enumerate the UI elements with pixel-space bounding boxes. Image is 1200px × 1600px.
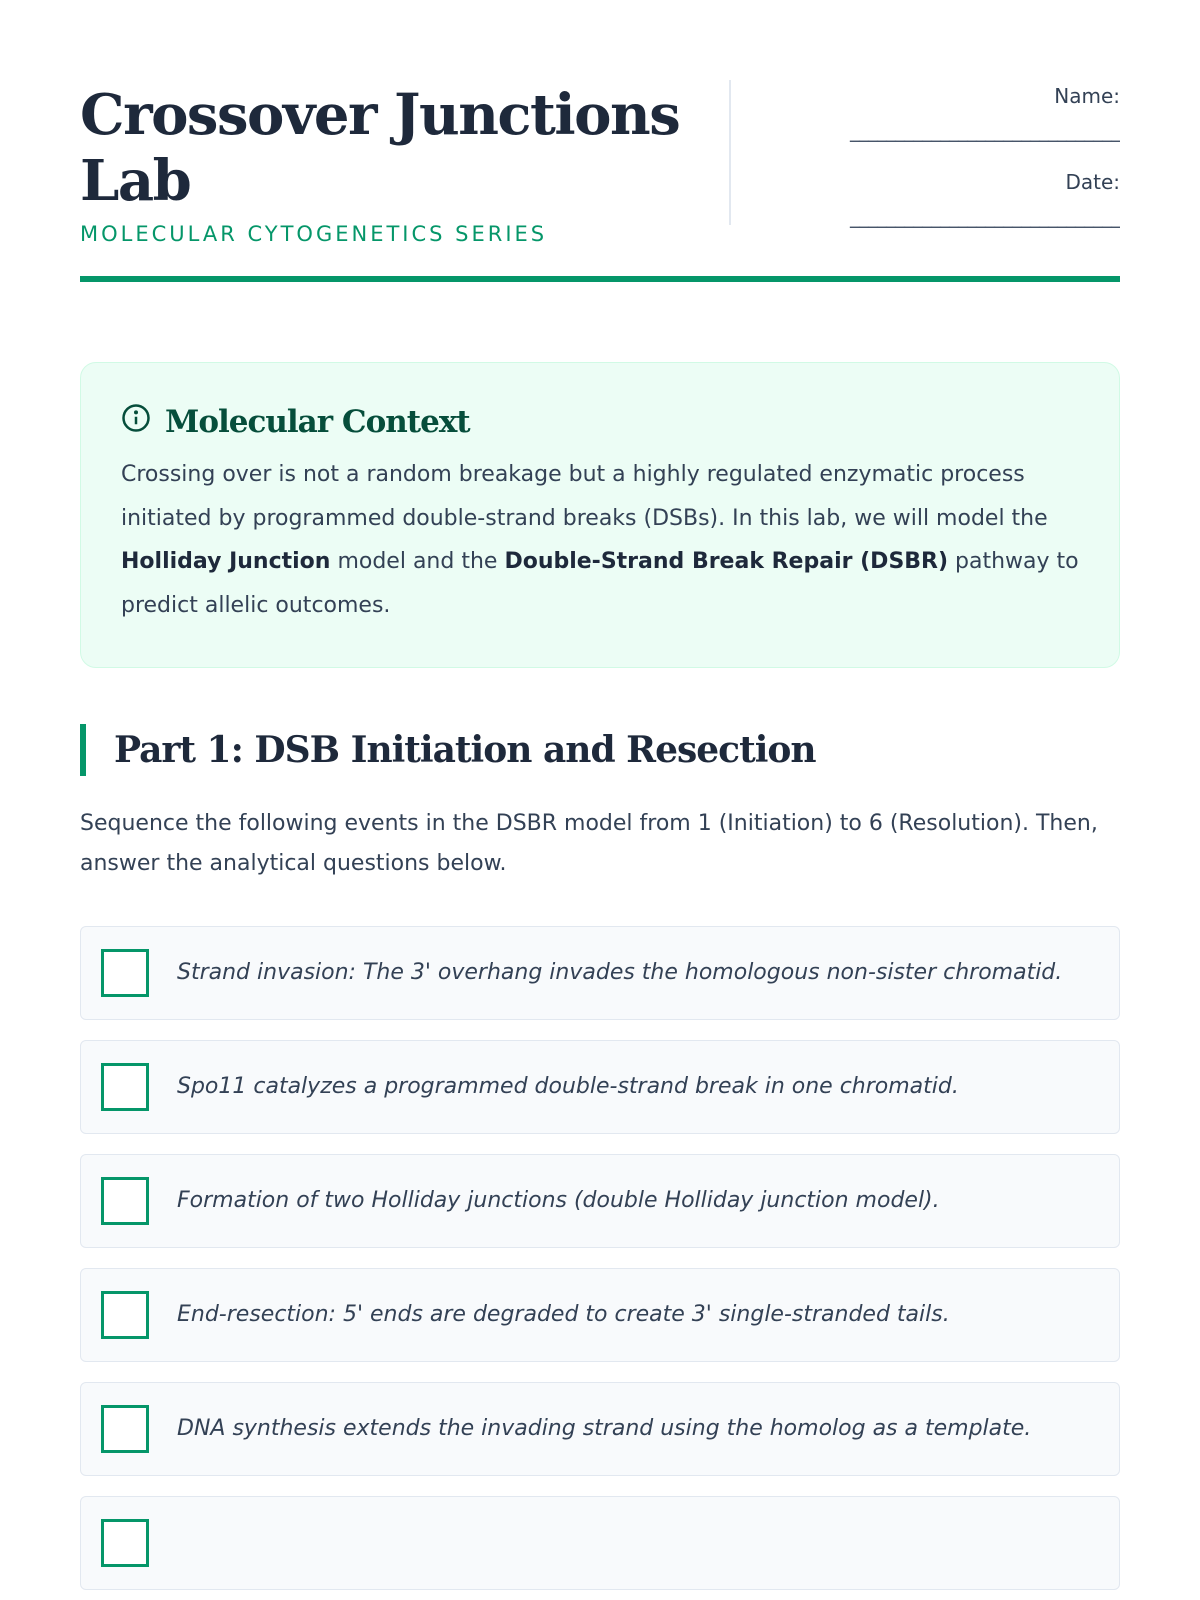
list-item: Spo11 catalyzes a programmed double-stra… [80,1040,1120,1134]
title-block: Crossover Junctions Lab MOLECULAR CYTOGE… [80,82,681,246]
date-label: Date: [1065,170,1120,194]
list-item: End-resection: 5' ends are degraded to c… [80,1268,1120,1362]
student-fields: Name: ______________________________ Dat… [780,82,1120,254]
context-bold-2: Double-Strand Break Repair (DSBR) [504,549,949,574]
list-item: Formation of two Holliday junctions (dou… [80,1154,1120,1248]
sequence-number-box[interactable] [101,1519,149,1567]
context-text-1: Crossing over is not a random breakage b… [121,462,1048,531]
sequence-number-box[interactable] [101,1063,149,1111]
part1-instructions: Sequence the following events in the DSB… [80,811,1098,876]
item-text: Strand invasion: The 3' overhang invades… [177,960,1063,985]
context-heading-text: Molecular Context [165,404,471,440]
info-icon [121,403,151,441]
context-heading: Molecular Context [121,403,1079,441]
sequence-number-box[interactable] [101,1405,149,1453]
header: Crossover Junctions Lab MOLECULAR CYTOGE… [80,0,1120,282]
sequence-number-box[interactable] [101,1177,149,1225]
sequence-number-box[interactable] [101,1291,149,1339]
name-label: Name: [1054,84,1120,108]
list-item: Strand invasion: The 3' overhang invades… [80,926,1120,1020]
context-bold-1: Holliday Junction [121,549,331,574]
part1-heading: Part 1: DSB Initiation and Resection [80,724,1120,776]
header-divider [729,80,731,225]
item-text: Spo11 catalyzes a programmed double-stra… [177,1074,959,1099]
sequence-list: Strand invasion: The 3' overhang invades… [80,926,1120,1590]
context-text: Crossing over is not a random breakage b… [121,453,1079,627]
context-text-3: pathway to predict allelic outcomes. [121,549,1079,618]
item-text: DNA synthesis extends the invading stran… [177,1416,1032,1441]
context-text-2: model and the [330,549,505,574]
item-text: Formation of two Holliday junctions (dou… [177,1188,940,1213]
list-item [80,1496,1120,1590]
item-text: End-resection: 5' ends are degraded to c… [177,1302,950,1327]
sequence-number-box[interactable] [101,949,149,997]
name-field[interactable]: ______________________________ [850,118,1120,142]
page-subtitle: MOLECULAR CYTOGENETICS SERIES [80,222,548,246]
date-field[interactable]: ______________________________ [850,204,1120,228]
molecular-context-box: Molecular Context Crossing over is not a… [80,362,1120,668]
page-title: Crossover Junctions Lab [80,82,681,214]
list-item: DNA synthesis extends the invading stran… [80,1382,1120,1476]
